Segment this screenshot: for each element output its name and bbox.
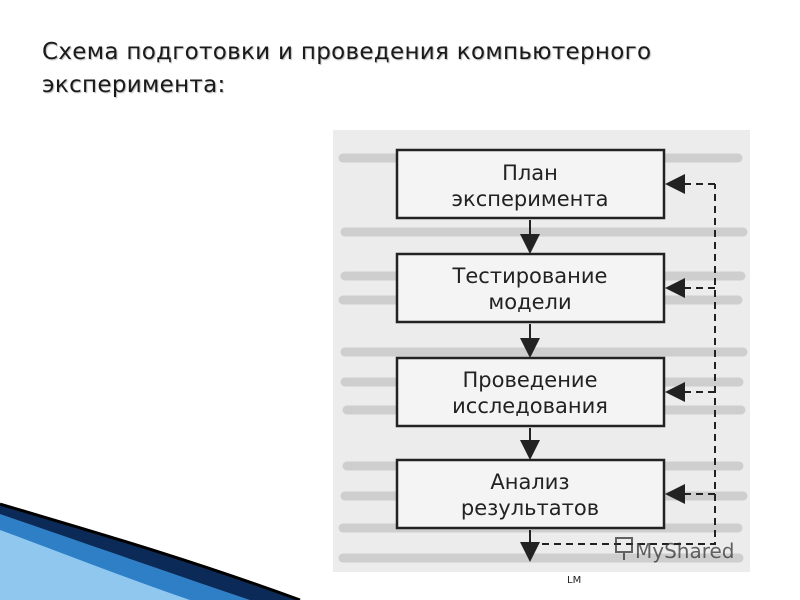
step-box-plan: План эксперимента <box>395 148 666 220</box>
step-research-line-1: Проведение <box>462 368 597 392</box>
slide-title-line-2: эксперимента: <box>42 72 226 98</box>
step-plan-line-2: эксперимента <box>452 187 609 211</box>
flowchart-scan: План эксперимента Тестирование модели Пр… <box>333 130 750 572</box>
step-analysis-line-1: Анализ <box>490 470 569 494</box>
slide-title: Схема подготовки и проведения компьютерн… <box>42 36 762 102</box>
watermark-text: MyShared <box>635 539 735 563</box>
feedback-loop <box>530 174 716 545</box>
step-box-testing: Тестирование модели <box>395 252 666 324</box>
step-plan-line-1: План <box>502 161 558 185</box>
step-box-analysis: Анализ результатов <box>395 458 666 530</box>
swoosh-edge <box>0 502 301 600</box>
corner-swoosh-decoration <box>0 502 301 600</box>
feedback-vertical <box>530 184 716 545</box>
footer-mark: LM <box>567 575 582 586</box>
step-box-research: Проведение исследования <box>395 356 666 428</box>
step-testing-line-2: модели <box>488 290 571 314</box>
swoosh-light <box>0 530 190 600</box>
step-research-line-2: исследования <box>452 394 608 418</box>
step-analysis-line-2: результатов <box>461 496 599 520</box>
myshared-watermark: MyShared <box>615 537 735 563</box>
slide-title-line-1: Схема подготовки и проведения компьютерн… <box>42 39 652 65</box>
step-testing-line-1: Тестирование <box>452 264 608 288</box>
